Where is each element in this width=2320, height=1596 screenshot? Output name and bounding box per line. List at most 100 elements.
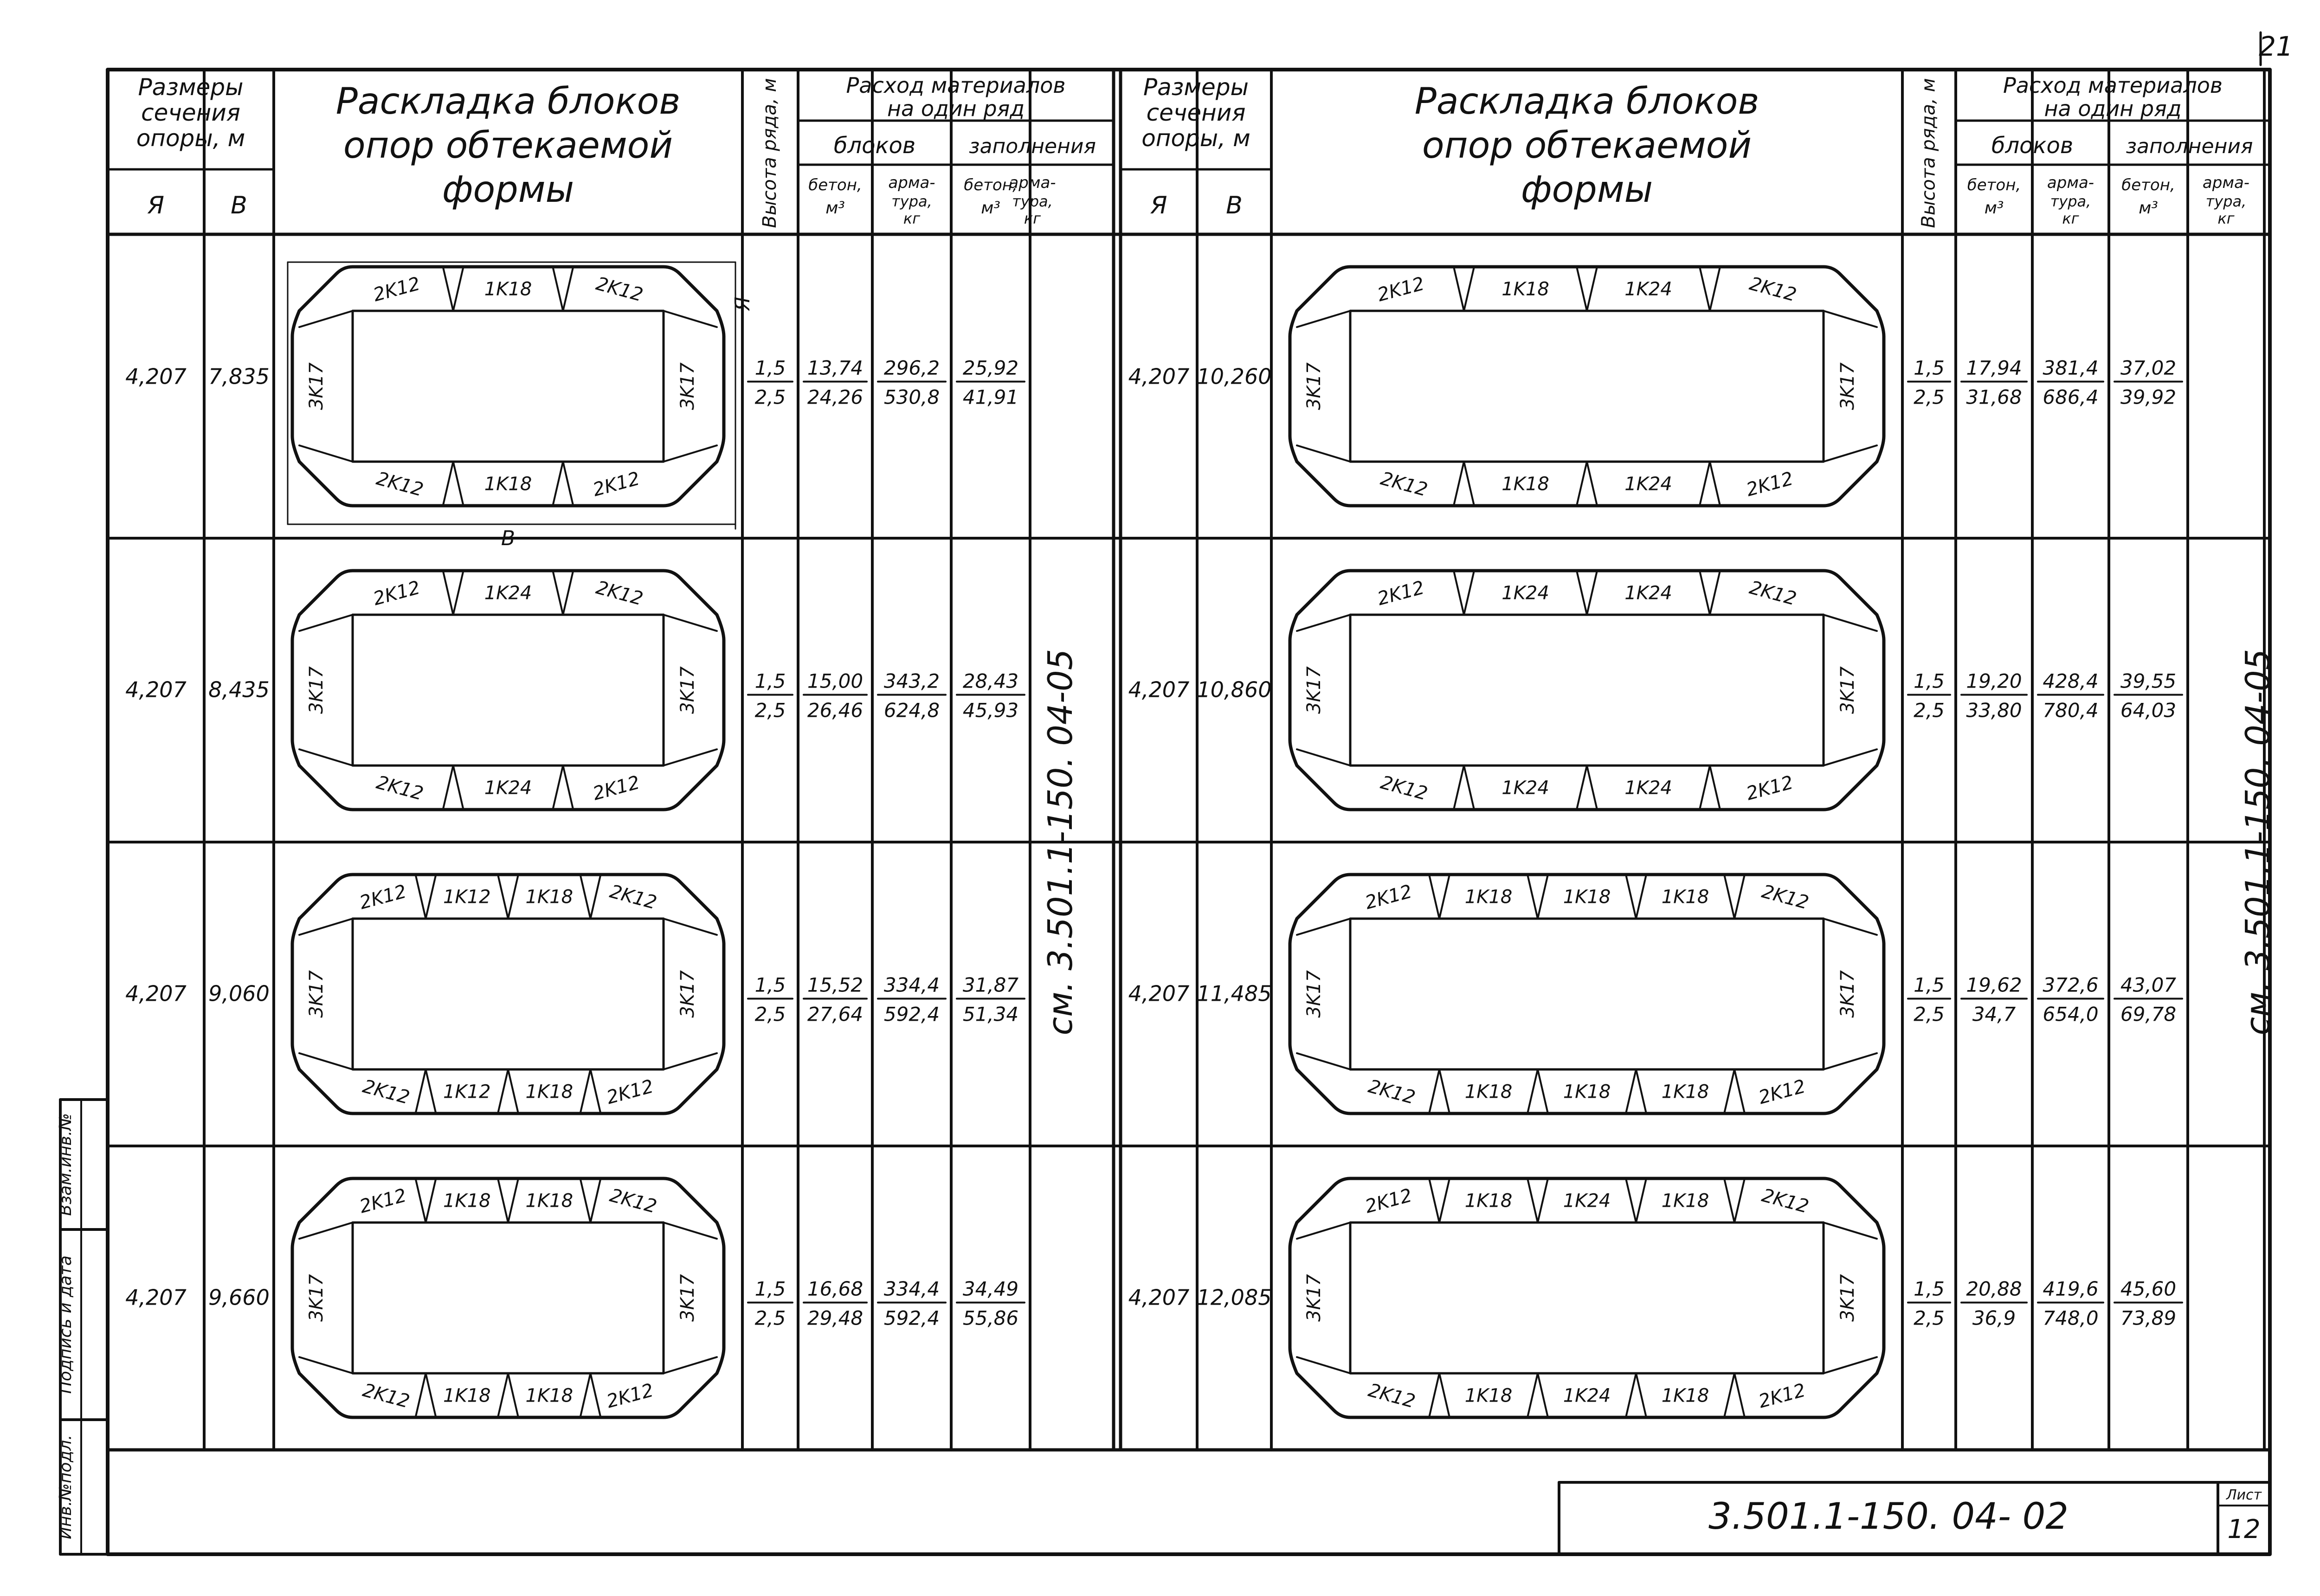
concrete-blocks-value: 16,68	[807, 1278, 863, 1300]
concrete-fill-value: 25,92	[963, 357, 1018, 380]
side-block-label: 3K17	[1837, 666, 1858, 714]
block-joint	[425, 874, 437, 920]
row-height-value: 2,5	[1914, 1003, 1945, 1026]
block-joint	[452, 266, 464, 312]
dim-b-value: 7,835	[208, 364, 270, 389]
block-joint	[1438, 1068, 1450, 1114]
block-joint	[298, 1222, 354, 1240]
block-joint	[298, 918, 354, 936]
dim-a-value: 4,207	[125, 677, 187, 702]
block-joint	[442, 765, 454, 811]
side-block-label: 3K17	[677, 666, 698, 714]
block-label: 1K12	[443, 887, 491, 908]
side-block-label: 3K17	[1837, 970, 1858, 1018]
title-block: Инв.№подл.Подпись и датаВзам.инв.№3.501.…	[56, 31, 2293, 1556]
concrete-fill-value: 41,91	[963, 386, 1018, 409]
col-a-header: Я	[1150, 192, 1167, 219]
corner-page-number: 21	[2259, 31, 2293, 62]
side-block-label: 3K17	[677, 362, 698, 410]
concrete-blocks-value: 29,48	[807, 1307, 863, 1330]
block-label: 2K12	[594, 577, 645, 610]
block-joint	[1453, 461, 1465, 507]
side-block-label: 3K17	[1303, 362, 1325, 410]
block-label: 2K12	[1366, 1379, 1418, 1412]
block-label: 1K18	[1563, 1081, 1611, 1103]
row-height-value: 2,5	[755, 386, 786, 409]
side-block-label: 3K17	[1837, 362, 1858, 410]
block-label: 1K18	[1465, 1191, 1513, 1212]
concrete-blocks-value: 33,80	[1966, 699, 2022, 722]
concrete-fill-value: 43,07	[2120, 974, 2177, 997]
block-joint	[1699, 461, 1711, 507]
block-label: 2K12	[1759, 881, 1811, 914]
block-joint	[1296, 1356, 1351, 1374]
row-height-value: 2,5	[755, 1003, 786, 1026]
block-joint	[1823, 1052, 1878, 1070]
block-joint	[442, 461, 454, 507]
block-label: 1K18	[1662, 1385, 1709, 1407]
block-label: 2K12	[1756, 1075, 1808, 1108]
side-block-label: 3K17	[306, 1274, 327, 1322]
concrete-blocks-value: 17,94	[1966, 357, 2022, 380]
concrete-blocks-value: 19,62	[1966, 974, 2022, 997]
layout-title-text: опор обтекаемой	[343, 125, 673, 167]
sheet-number: 12	[2227, 1514, 2260, 1545]
size-title-text: опоры, м	[1141, 125, 1250, 152]
block-label: 2K12	[1366, 1075, 1418, 1108]
rebar-blocks-value: 748,0	[2043, 1307, 2098, 1330]
block-label: 2K12	[1759, 1184, 1811, 1217]
block-joint	[1635, 1372, 1647, 1418]
inner-cavity	[1349, 1221, 1825, 1375]
inner-cavity	[351, 1221, 665, 1375]
row-height-value: 1,5	[1914, 974, 1945, 997]
block-label: 1K18	[484, 279, 532, 300]
block-joint	[298, 1356, 354, 1374]
concrete-fill-value: 51,34	[963, 1003, 1018, 1026]
concrete-fill-value: 39,92	[2120, 386, 2176, 409]
block-joint	[1537, 1068, 1549, 1114]
block-label: 2K12	[591, 468, 642, 501]
block-label: 2K12	[371, 577, 422, 610]
block-label: 1K24	[1502, 778, 1549, 799]
block-joint	[1635, 874, 1647, 920]
block-joint	[1709, 461, 1721, 507]
block-label: 2K12	[607, 1184, 659, 1217]
row-height-value: 1,5	[755, 670, 786, 693]
dim-a-value: 4,207	[1128, 364, 1190, 389]
filling-header: заполнения	[2126, 135, 2253, 158]
rebar-fill-header: арма-	[2203, 174, 2249, 192]
block-joint	[1635, 1068, 1647, 1114]
block-label: 2K12	[604, 1075, 656, 1108]
block-joint	[1537, 1178, 1549, 1223]
rebar-blocks-value: 592,4	[884, 1307, 940, 1330]
concrete-blocks-value: 15,00	[807, 670, 863, 693]
block-joint	[1709, 570, 1721, 616]
block-joint	[663, 1356, 718, 1374]
row-height-value: 2,5	[1914, 1307, 1945, 1330]
row-height-value: 1,5	[755, 357, 786, 380]
side-block-label: 3K17	[677, 1274, 698, 1322]
block-joint	[1537, 1372, 1549, 1418]
block-label: 2K12	[361, 1075, 412, 1108]
rebar-blocks-value: 654,0	[2043, 1003, 2098, 1026]
block-joint	[562, 266, 574, 312]
concrete-blocks-value: 15,52	[807, 974, 863, 997]
rebar-blocks-value: 686,4	[2043, 386, 2098, 409]
layout-title-text: формы	[1521, 169, 1653, 211]
reference-note: см. 3.501.1-150. 04-05	[2238, 649, 2277, 1036]
block-joint	[497, 1068, 509, 1114]
block-joint	[1463, 461, 1475, 507]
block-joint	[562, 461, 574, 507]
block-joint	[1699, 570, 1711, 616]
block-joint	[1453, 765, 1465, 811]
blocks-header: блоков	[1991, 133, 2073, 159]
block-label: 1K18	[1662, 1191, 1709, 1212]
concrete-blocks-value: 31,68	[1966, 386, 2022, 409]
block-label: 2K12	[1756, 1379, 1808, 1412]
outer-contour	[290, 265, 726, 508]
block-joint	[579, 1372, 592, 1418]
